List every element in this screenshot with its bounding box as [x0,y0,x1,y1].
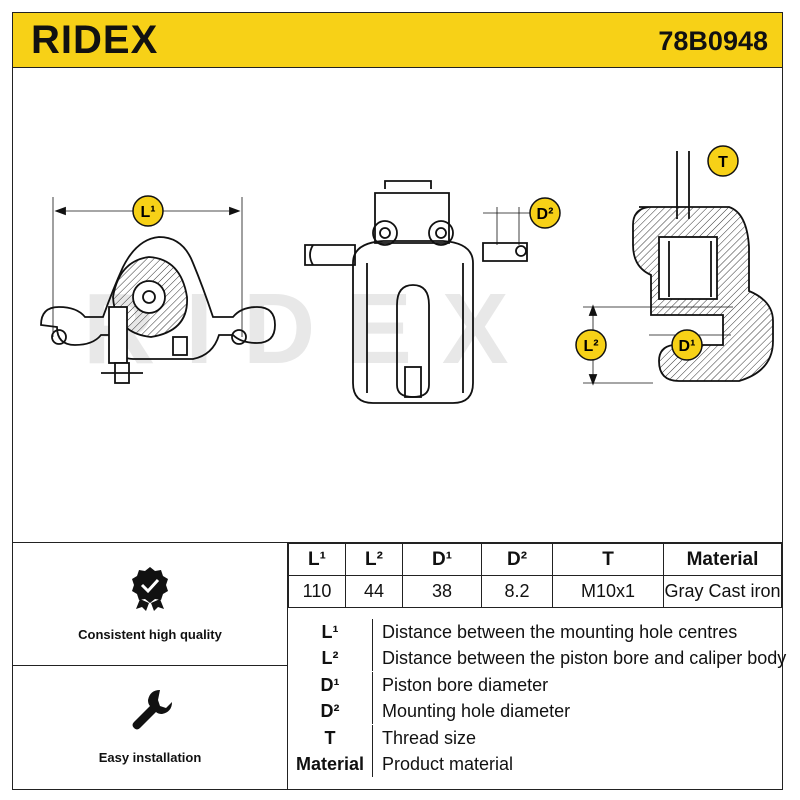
legend-description: Distance between the piston bore and cal… [382,648,787,668]
value-d2: 8.2 [481,575,553,608]
value-material: Gray Cast iron [663,575,782,608]
legend-key: T [288,725,373,751]
legend-row: D² Mounting hole diameter [288,698,782,724]
feature-quality: Consistent high quality [13,543,287,666]
header-l1: L¹ [288,543,346,576]
caliper-section-view [583,151,774,386]
legend-description: Distance between the mounting hole centr… [382,622,738,642]
svg-text:D²: D² [537,206,554,223]
callout-d2: D² [529,197,561,229]
caliper-side-view [40,197,276,384]
header-bar: RIDEX 78B0948 [12,12,783,68]
legend-description: Thread size [382,728,477,748]
specs-table: L¹ L² D¹ D² T Material 110 44 38 8.2 M10… [288,543,782,608]
callout-l2: L² [575,329,607,361]
callout-t: T [707,145,739,177]
svg-text:L²: L² [583,338,598,355]
legend-description: Piston bore diameter [382,675,549,695]
legend-key: D¹ [288,672,373,698]
value-t: M10x1 [552,575,664,608]
legend-row: T Thread size [288,725,782,751]
caliper-drawing: L¹ D² T L² D¹ [40,145,774,404]
svg-text:L¹: L¹ [140,204,155,221]
value-l2: 44 [345,575,403,608]
legend: L¹ Distance between the mounting hole ce… [288,615,786,789]
specs-value-row: 110 44 38 8.2 M10x1 Gray Cast iron [288,575,782,608]
legend-key: Material [288,751,373,777]
brand-logo: RIDEX [31,18,159,62]
feature-installation: Easy installation [13,666,287,788]
callout-l1: L¹ [132,195,164,227]
specs-header-row: L¹ L² D¹ D² T Material [288,543,782,576]
info-panel: Consistent high quality Easy installatio… [12,542,786,790]
value-d1: 38 [402,575,482,608]
legend-key: L¹ [288,619,373,645]
features-column: Consistent high quality Easy installatio… [13,543,288,789]
feature-installation-label: Easy installation [98,750,202,765]
legend-description: Product material [382,754,514,774]
technical-drawing-area: RIDEX [12,67,783,542]
svg-text:D¹: D¹ [679,338,696,355]
header-material: Material [663,543,782,576]
legend-description: Mounting hole diameter [382,701,571,721]
header-l2: L² [345,543,403,576]
part-number: 78B0948 [658,26,768,56]
value-l1: 110 [288,575,346,608]
legend-row: Material Product material [288,751,782,777]
header-t: T [552,543,664,576]
legend-key: D² [288,698,373,724]
svg-text:T: T [718,154,728,171]
legend-row: L² Distance between the piston bore and … [288,645,786,671]
feature-quality-label: Consistent high quality [78,627,222,642]
wrench-icon [132,690,172,730]
checkmark-badge-icon [132,567,168,611]
callout-d1: D¹ [671,329,703,361]
legend-row: L¹ Distance between the mounting hole ce… [288,619,782,645]
header-d2: D² [481,543,553,576]
legend-row: D¹ Piston bore diameter [288,672,782,698]
header-d1: D¹ [402,543,482,576]
legend-key: L² [288,645,373,671]
caliper-rear-view [304,180,533,404]
